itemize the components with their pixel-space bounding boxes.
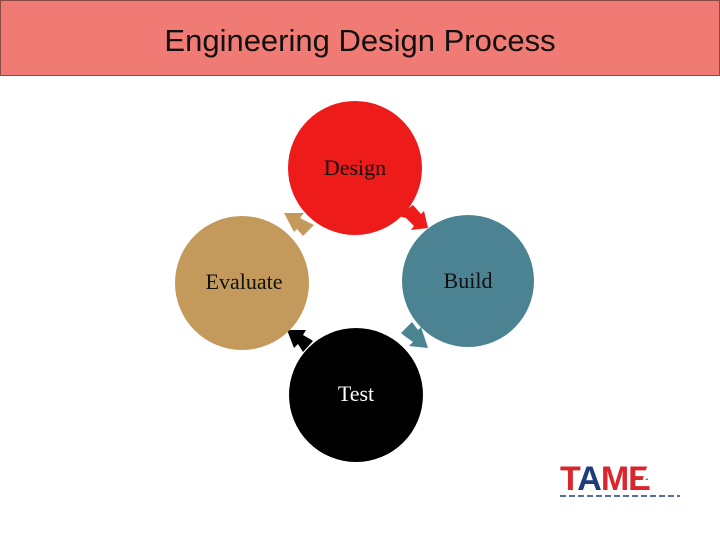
logo-letter-a: A xyxy=(577,460,601,498)
logo-letter-m: M xyxy=(601,460,628,498)
arrow-test-to-evaluate xyxy=(287,330,313,352)
node-design: Design xyxy=(288,101,422,235)
tame-logo: TAME xyxy=(560,460,680,498)
logo-letter-t: T xyxy=(560,460,581,498)
logo-letter-e: E xyxy=(628,460,650,498)
node-evaluate: Evaluate xyxy=(175,216,309,350)
node-build: Build xyxy=(402,215,534,347)
node-build-label: Build xyxy=(444,268,493,293)
star-icon xyxy=(638,464,658,482)
title-bar: Engineering Design Process xyxy=(0,0,720,76)
logo-wordmark: TAME xyxy=(560,460,650,498)
arrow-evaluate-to-design xyxy=(284,213,314,236)
page-title: Engineering Design Process xyxy=(164,23,556,58)
node-evaluate-label: Evaluate xyxy=(206,269,283,294)
arrow-build-to-test xyxy=(401,322,428,348)
node-test: Test xyxy=(289,328,423,462)
node-test-label: Test xyxy=(338,381,374,406)
node-design-label: Design xyxy=(324,155,386,180)
